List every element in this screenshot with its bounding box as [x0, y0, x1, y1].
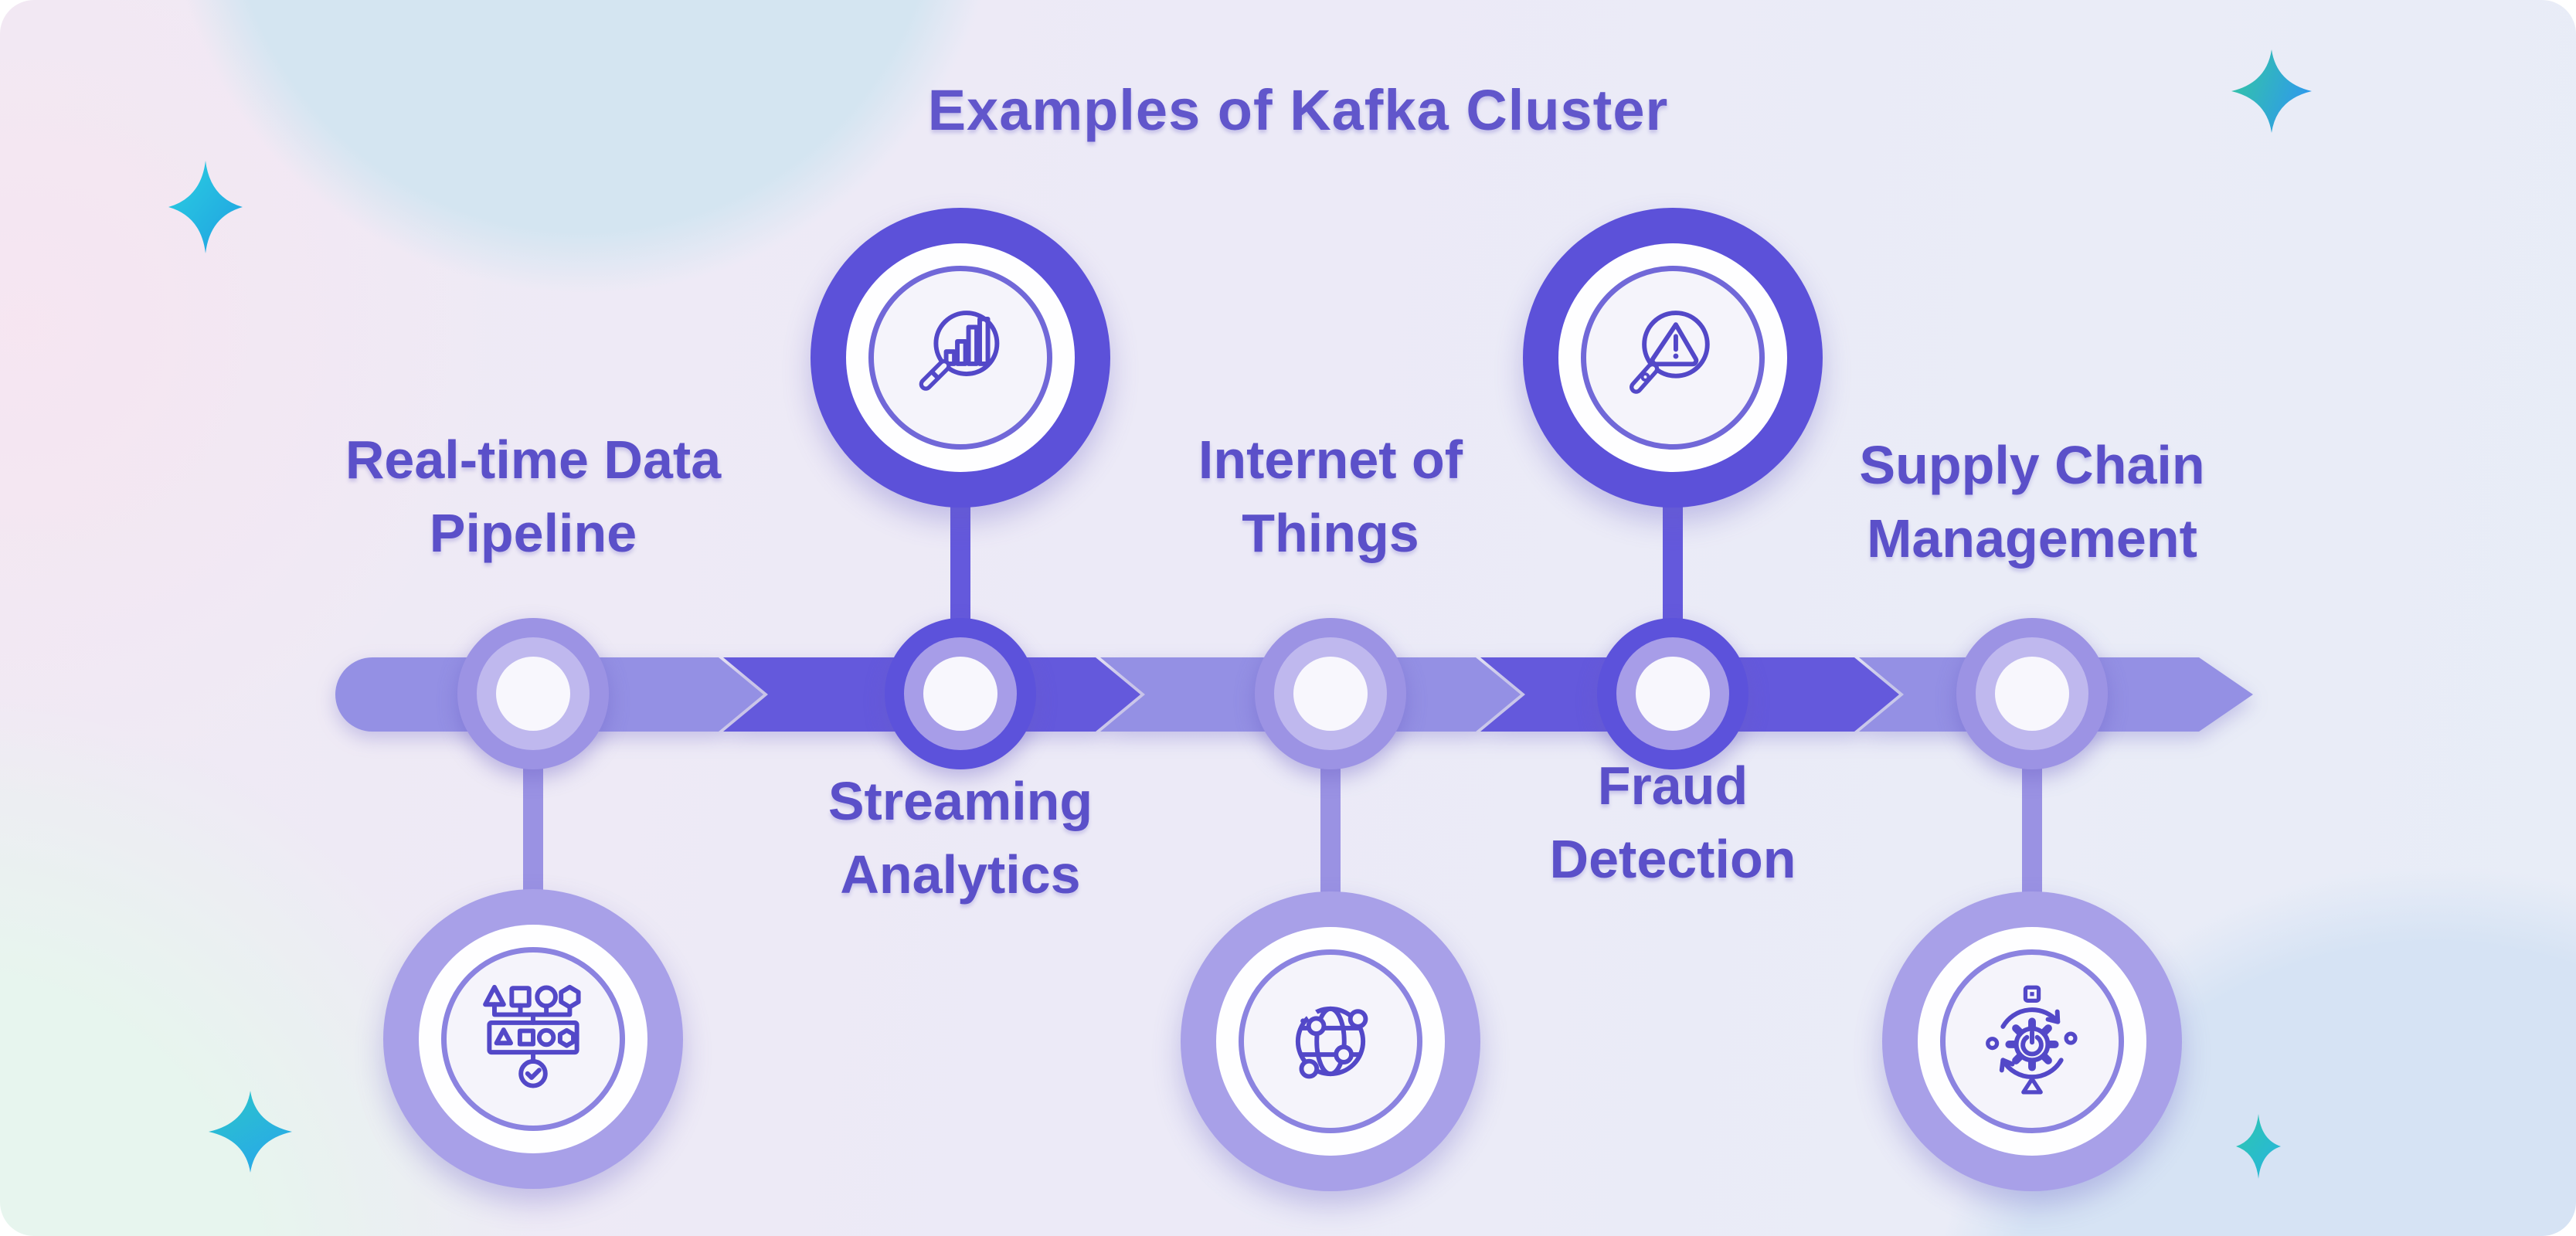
page-title: Examples of Kafka Cluster	[927, 78, 1669, 142]
sparkle-star-icon	[168, 161, 243, 253]
timeline-node	[457, 618, 609, 769]
data-pipeline-icon	[483, 984, 581, 1088]
analytics-magnifier-icon	[919, 311, 1000, 391]
timeline-node	[885, 618, 1036, 769]
item-label-streaming-analytics: Streaming Analytics	[828, 771, 1093, 905]
timeline-node	[1255, 618, 1406, 769]
supply-chain-gear-icon	[1986, 985, 2078, 1095]
item-label-internet-of-things: Internet of Things	[1198, 430, 1463, 563]
sparkle-star-icon	[209, 1091, 292, 1173]
icon-bubble	[811, 208, 1110, 508]
item-label-fraud-detection: Fraud Detection	[1549, 756, 1796, 889]
icon-bubble	[1523, 208, 1823, 508]
item-label-real-time-data-pipeline: Real-time Data Pipeline	[345, 430, 722, 563]
icon-bubble	[1882, 891, 2182, 1191]
icon-bubble	[1181, 891, 1480, 1191]
sparkle-star-icon	[2231, 49, 2312, 133]
sparkle-star-icon	[2236, 1114, 2281, 1179]
timeline-node	[1597, 618, 1748, 769]
icon-bubble	[383, 889, 683, 1189]
iot-globe-network-icon	[1295, 1006, 1368, 1079]
timeline-node	[1956, 618, 2108, 769]
item-label-supply-chain-management: Supply Chain Management	[1859, 435, 2205, 569]
fraud-alert-magnifier-icon	[1630, 311, 1710, 394]
